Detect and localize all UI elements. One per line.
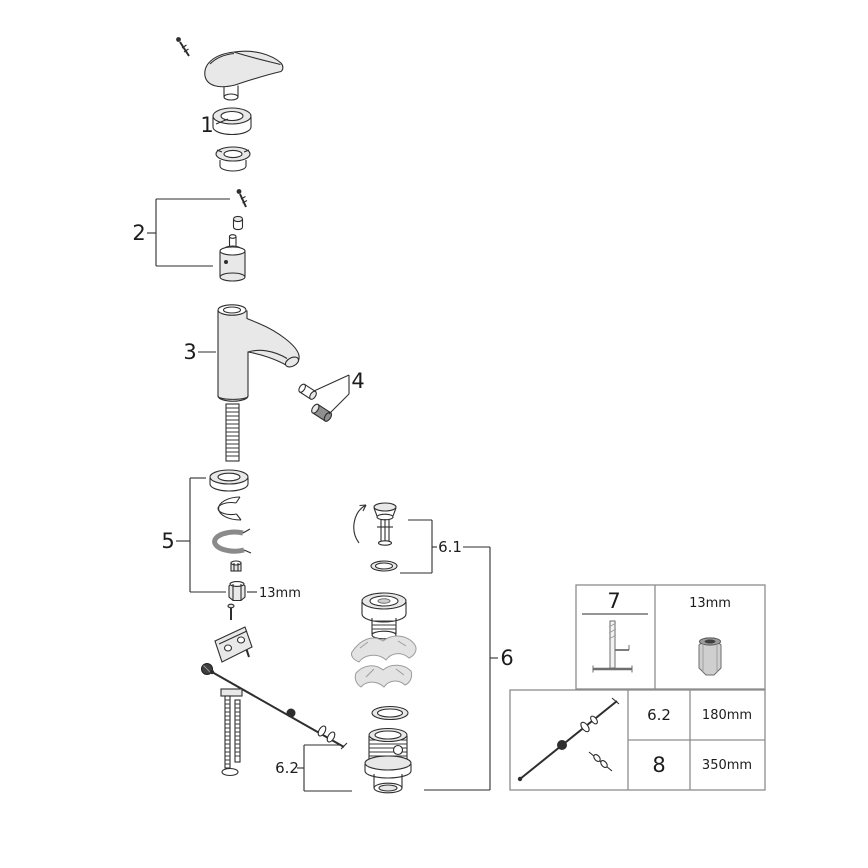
part-6-1-label: 6.1	[438, 538, 462, 556]
horseshoe-bracket-icon	[212, 528, 252, 554]
drain-seal-icon	[371, 705, 409, 721]
nut-size-callout: 13mm	[247, 586, 301, 601]
socket-size-label: 13mm	[689, 596, 731, 611]
part-2-callout: 2	[132, 198, 230, 267]
part-6-2-callout: 6.2	[275, 744, 352, 792]
cartridge-icon	[219, 234, 246, 282]
mounting-tool-icon	[592, 620, 633, 673]
part-5-callout: 5	[161, 477, 226, 593]
part-6-label: 6	[500, 646, 513, 670]
small-nut-icon	[230, 560, 242, 572]
threaded-shank-icon	[225, 403, 240, 462]
threaded-ring-icon	[215, 146, 251, 172]
part-3-callout: 3	[183, 340, 216, 364]
mounting-plate-icon	[201, 603, 253, 675]
handle-screw-icon	[176, 37, 190, 57]
rod-kit-icon	[517, 697, 620, 782]
horseshoe-washer-icon	[217, 496, 242, 521]
plunger-icon	[353, 502, 397, 546]
lever-handle-icon	[204, 50, 284, 101]
lift-rod-icon	[209, 669, 348, 750]
drain-flange-icon	[361, 592, 407, 640]
part-1-label: 1	[200, 113, 213, 137]
length-row-1-value: 180mm	[702, 708, 752, 723]
length-row-2-value: 350mm	[702, 758, 752, 773]
part-1-callout: 1	[200, 113, 229, 137]
aerator-parts-icon	[298, 383, 333, 422]
cap-ring-icon	[212, 107, 252, 136]
tool-table-border	[575, 584, 766, 690]
cartridge-adapter-icon	[232, 215, 244, 231]
tool-part-label: 7	[607, 589, 620, 613]
part-6-callout: 6	[424, 546, 514, 791]
basin-cutaway-icon	[351, 635, 417, 688]
hex-nut-icon	[228, 581, 246, 602]
part-4-callout: 4	[313, 369, 365, 415]
pivot-rods-icon	[220, 688, 243, 777]
length-table: 6.2 180mm 8 350mm	[509, 689, 766, 791]
plunger-seal-icon	[370, 560, 398, 572]
part-6-1-callout: 6.1	[400, 519, 462, 574]
length-row-1-part: 6.2	[647, 706, 671, 724]
part-3-label: 3	[183, 340, 196, 364]
nut-size-label: 13mm	[259, 586, 301, 601]
cartridge-screw-icon	[236, 189, 248, 208]
length-row-2-part: 8	[652, 753, 665, 777]
part-2-label: 2	[132, 221, 145, 245]
base-gasket-icon	[209, 469, 249, 492]
part-6-2-label: 6.2	[275, 759, 299, 777]
socket-icon	[698, 637, 722, 676]
drain-body-icon	[364, 727, 412, 794]
part-5-label: 5	[161, 529, 174, 553]
tool-table: 7 13mm	[575, 584, 766, 690]
faucet-body-icon	[217, 304, 300, 402]
part-4-label: 4	[351, 369, 364, 393]
